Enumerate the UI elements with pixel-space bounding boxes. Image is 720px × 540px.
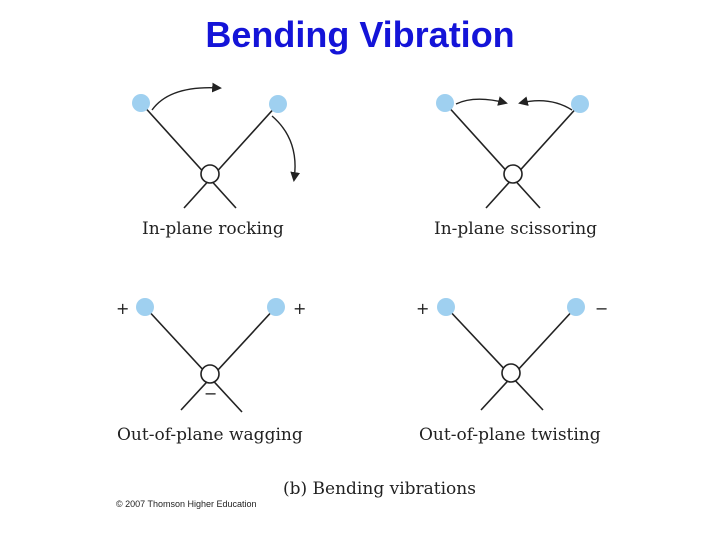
atom-right [567, 298, 585, 316]
bond-line [445, 306, 544, 411]
atom-left [136, 298, 154, 316]
panel-label: In-plane scissoring [434, 219, 597, 239]
figure-caption: (b) Bending vibrations [283, 479, 476, 499]
panel-out-of-plane-wagging: + + − Out-of-plane wagging [116, 298, 306, 445]
sign-plus: + [416, 299, 429, 318]
bond-line [444, 102, 541, 209]
central-atom [200, 364, 220, 384]
slide-title: Bending Vibration [205, 14, 515, 55]
copyright-notice: © 2007 Thomson Higher Education [116, 499, 257, 509]
panel-out-of-plane-twisting: + − Out-of-plane twisting [416, 298, 608, 445]
rocking-arrow-right [271, 115, 301, 182]
sign-minus: − [204, 384, 217, 403]
panel-in-plane-rocking: In-plane rocking [132, 82, 301, 239]
atom-right [267, 298, 285, 316]
central-atom [200, 164, 220, 184]
bond-line [183, 103, 279, 209]
sign-plus: + [293, 299, 306, 318]
atom-right [269, 95, 287, 113]
panel-label: In-plane rocking [142, 219, 284, 239]
panel-in-plane-scissoring: In-plane scissoring [434, 94, 597, 239]
sign-minus: − [595, 299, 608, 318]
bond-line [144, 306, 243, 413]
panel-label: Out-of-plane twisting [419, 425, 601, 445]
atom-left [132, 94, 150, 112]
sign-plus: + [116, 299, 129, 318]
central-atom [503, 164, 523, 184]
rocking-arrow-left [151, 82, 222, 111]
bond-line [485, 103, 581, 209]
atom-left [436, 94, 454, 112]
bond-line [140, 102, 237, 209]
bond-line [180, 306, 277, 411]
bond-line [480, 306, 577, 411]
central-atom [501, 363, 521, 383]
atom-left [437, 298, 455, 316]
scissor-arrow-right [518, 96, 573, 111]
scissor-arrow-left [455, 96, 508, 106]
atom-right [571, 95, 589, 113]
panel-label: Out-of-plane wagging [117, 425, 303, 445]
